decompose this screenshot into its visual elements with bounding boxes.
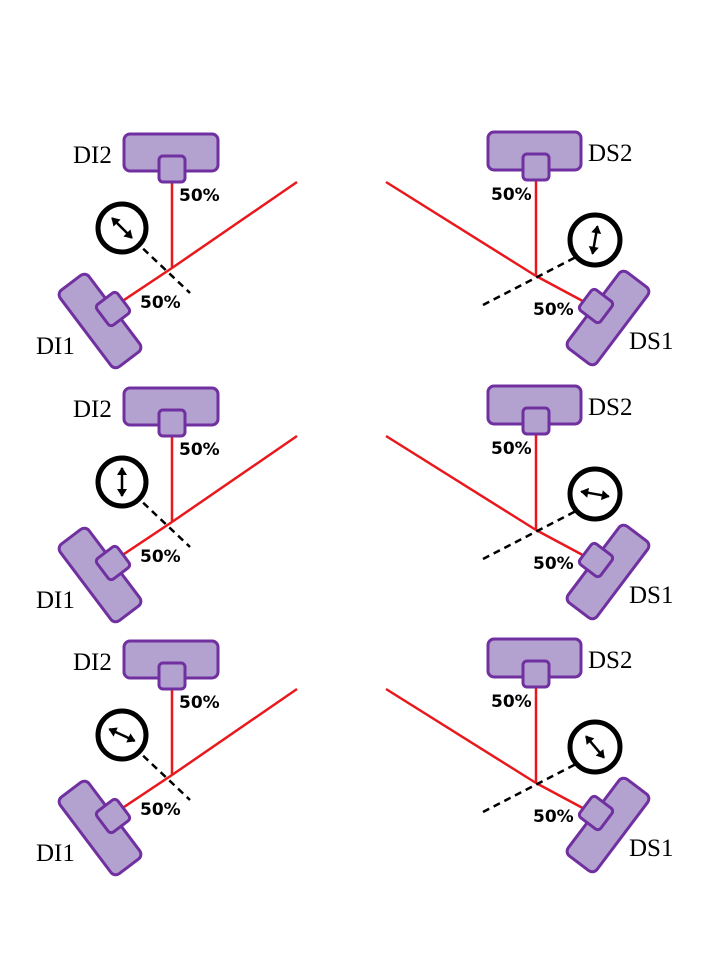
signal-bottom-detector-window (577, 287, 615, 325)
idler-top-split-label: 50% (179, 440, 220, 460)
signal-bottom-detector-window (577, 541, 615, 579)
signal-polarizer (567, 719, 623, 775)
idler-bottom-detector-label: DI1 (36, 333, 75, 360)
idler-top-detector-window (157, 661, 187, 691)
signal-input-beam (385, 434, 537, 532)
signal-input-beam (385, 180, 537, 278)
signal-bottom-detector-label: DS1 (629, 835, 673, 862)
idler-arm: DI2 DI1 50% 50% (36, 132, 298, 370)
signal-top-split-label: 50% (491, 692, 532, 712)
signal-arm: DS2 DS1 50% 50% (385, 130, 673, 367)
idler-top-detector-label: DI2 (73, 142, 112, 169)
signal-arm: DS2 DS1 50% 50% (385, 384, 673, 621)
signal-arm: DS2 DS1 50% 50% (385, 637, 673, 874)
signal-bottom-split-label: 50% (533, 300, 574, 320)
signal-beam-splitter (482, 509, 577, 561)
idler-bottom-detector-label: DI1 (36, 587, 75, 614)
idler-polarizer-axis-icon (108, 727, 136, 743)
signal-polarizer (567, 466, 623, 522)
idler-bottom-split-label: 50% (140, 547, 181, 567)
signal-bottom-detector-window (577, 794, 615, 832)
signal-bottom-detector-label: DS1 (629, 328, 673, 355)
signal-polarizer (567, 212, 623, 268)
signal-beam-splitter (482, 255, 577, 307)
idler-top-detector-label: DI2 (73, 396, 112, 423)
signal-polarizer-axis-icon (585, 735, 605, 759)
idler-bottom-detector-label: DI1 (36, 840, 75, 867)
idler-bottom-detector-window (94, 797, 132, 835)
idler-bottom-detector-window (94, 544, 132, 582)
signal-top-split-label: 50% (491, 439, 532, 459)
idler-polarizer (95, 708, 149, 762)
signal-bottom-split-label: 50% (533, 807, 574, 827)
signal-top-detector-window (521, 659, 551, 689)
idler-input-beam (171, 434, 298, 524)
idler-top-split-label: 50% (179, 693, 220, 713)
signal-top-detector-window (521, 406, 551, 436)
row-0: DI2 DI1 50% 50% (36, 130, 673, 370)
idler-polarizer (95, 201, 149, 255)
signal-input-beam (385, 687, 537, 785)
idler-input-beam (171, 687, 298, 777)
idler-bottom-detector-window (94, 290, 132, 328)
signal-top-detector-label: DS2 (588, 394, 632, 421)
idler-bottom-split-label: 50% (140, 293, 181, 313)
signal-top-detector-label: DS2 (588, 140, 632, 167)
idler-top-split-label: 50% (179, 186, 220, 206)
idler-bottom-split-label: 50% (140, 800, 181, 820)
idler-arm: DI2 DI1 50% 50% (36, 639, 298, 877)
idler-polarizer-axis-icon (111, 217, 133, 239)
idler-top-detector-label: DI2 (73, 649, 112, 676)
signal-top-detector-window (521, 152, 551, 182)
idler-top-detector-window (157, 408, 187, 438)
signal-polarizer-axis-icon (580, 487, 610, 501)
signal-beam-splitter (482, 762, 577, 814)
idler-polarizer (95, 455, 149, 509)
signal-top-detector-label: DS2 (588, 647, 632, 674)
signal-top-split-label: 50% (491, 185, 532, 205)
idler-arm: DI2 DI1 50% 50% (36, 386, 298, 624)
row-1: DI2 DI1 50% 50% DS2 (36, 384, 673, 624)
idler-input-beam (171, 180, 298, 270)
idler-top-detector-window (157, 154, 187, 184)
row-2: DI2 DI1 50% 50% DS2 (36, 637, 673, 877)
signal-polarizer-axis-icon (588, 225, 602, 255)
signal-bottom-split-label: 50% (533, 554, 574, 574)
signal-bottom-detector-label: DS1 (629, 582, 673, 609)
idler-polarizer-axis-icon (117, 467, 127, 497)
